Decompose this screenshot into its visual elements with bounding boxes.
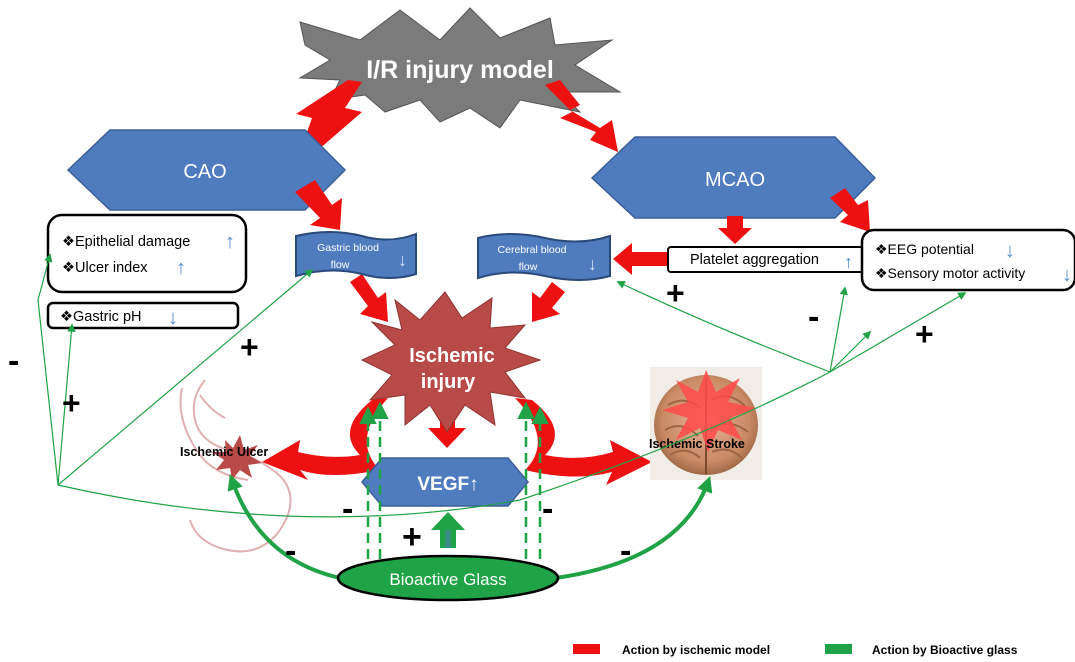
cerebral-flow-label-line1: Cerebral blood xyxy=(498,244,567,256)
plus-sign-left: + xyxy=(62,385,81,421)
legend-red-swatch xyxy=(573,644,600,654)
bolt-arrow-to-cao xyxy=(296,80,362,152)
vegf-label: VEGF↑ xyxy=(417,474,478,495)
cerebral-flow-label-line2: flow xyxy=(519,261,538,273)
legend-green-swatch xyxy=(825,644,852,654)
minus-sign-eeg: - xyxy=(808,298,819,336)
minus-sign-left-vegf: - xyxy=(342,490,353,528)
gastric-ph-down-arrow-icon: ↓ xyxy=(168,307,178,329)
ulcer-burst-icon xyxy=(212,435,262,480)
dashed-green-arrows xyxy=(359,401,549,575)
stroke-burst-icon xyxy=(662,370,756,452)
mcao-hexagon: MCAO xyxy=(590,136,877,219)
plus-sign-platelet: + xyxy=(666,275,685,311)
plus-sign-gastric: + xyxy=(240,329,259,365)
ir-injury-model-label: I/R injury model xyxy=(366,56,554,84)
minus-sign-ulcer: - xyxy=(285,532,296,570)
sensory-motor-label: ❖Sensory motor activity xyxy=(875,265,1025,281)
ischemic-injury-burst: Ischemic injury xyxy=(360,291,542,433)
gastric-ph-box: ❖Gastric pH ↓ xyxy=(46,301,240,330)
arrow-cerebral-to-ischemic xyxy=(532,282,565,322)
ischemic-ulcer-label: Ischemic Ulcer xyxy=(180,445,268,459)
platelet-up-arrow-icon: ↑ xyxy=(844,252,853,272)
cao-label: CAO xyxy=(183,161,226,183)
legend-green-label: Action by Bioactive glass xyxy=(872,643,1018,657)
ischemic-injury-label-line2: injury xyxy=(421,371,476,393)
vegf-hexagon: VEGF↑ xyxy=(361,457,529,507)
curved-arrow-to-stroke xyxy=(515,398,652,485)
eeg-down-arrow-icon: ↓ xyxy=(1005,240,1015,262)
arrow-cao-to-gastric-flow xyxy=(295,180,342,230)
epithelial-damage-label: ❖Epithelial damage xyxy=(62,234,190,250)
right-effects-box: ❖EEG potential ↓ ❖Sensory motor activity… xyxy=(860,228,1075,292)
arrow-gastric-to-ischemic xyxy=(350,274,388,322)
brain-illustration xyxy=(650,367,762,480)
minus-sign-far-left: - xyxy=(8,342,19,380)
eeg-potential-label: ❖EEG potential xyxy=(875,241,974,257)
arrow-mcao-to-eeg-box xyxy=(830,188,870,232)
ischemic-stroke-label: Ischemic Stroke xyxy=(649,437,745,451)
plus-sign-right: + xyxy=(915,316,934,352)
gastric-flow-label-line2: flow xyxy=(331,259,350,271)
cerebral-blood-flow-banner: Cerebral blood flow ↓ xyxy=(477,233,611,281)
gastric-flow-down-arrow-icon: ↓ xyxy=(398,250,407,270)
ulcer-index-label: ❖Ulcer index xyxy=(62,260,148,276)
bioactive-glass-ellipse: Bioactive Glass xyxy=(336,554,560,602)
sensory-motor-down-arrow-icon: ↓ xyxy=(1062,264,1072,286)
gastric-blood-flow-banner: Gastric blood flow ↓ xyxy=(295,231,417,279)
left-effects-box: ❖Epithelial damage ↑ ❖Ulcer index ↑ xyxy=(46,213,248,294)
ischemic-injury-label-line1: Ischemic xyxy=(409,345,495,367)
mcao-label: MCAO xyxy=(705,169,765,191)
bioactive-glass-label: Bioactive Glass xyxy=(389,570,506,589)
curved-arrow-to-ulcer xyxy=(262,398,388,480)
minus-sign-right-vegf: - xyxy=(542,490,553,528)
plus-sign-vegf: + xyxy=(402,518,422,556)
gastric-flow-label-line1: Gastric blood xyxy=(317,242,379,254)
ir-injury-model-burst: I/R injury model xyxy=(298,7,622,129)
platelet-aggregation-label: Platelet aggregation xyxy=(690,252,819,268)
ulcer-index-up-arrow-icon: ↑ xyxy=(176,257,186,279)
green-arrow-to-stroke xyxy=(555,475,713,580)
gastric-ph-label: ❖Gastric pH xyxy=(60,309,142,325)
legend-red-label: Action by ischemic model xyxy=(622,643,770,657)
minus-sign-stroke: - xyxy=(620,532,631,570)
bolt-arrow-to-mcao xyxy=(545,80,618,152)
green-arrow-to-ulcer xyxy=(227,473,341,580)
cao-hexagon: CAO xyxy=(66,129,347,211)
cerebral-flow-down-arrow-icon: ↓ xyxy=(588,254,597,274)
legend: Action by ischemic model Action by Bioac… xyxy=(573,643,1018,657)
epithelial-up-arrow-icon: ↑ xyxy=(225,231,235,253)
thin-green-arrows xyxy=(37,253,967,518)
platelet-aggregation-box: Platelet aggregation ↑ xyxy=(667,246,864,273)
arrow-mcao-to-platelet xyxy=(718,216,752,244)
arrow-platelet-to-cerebral xyxy=(613,243,668,275)
